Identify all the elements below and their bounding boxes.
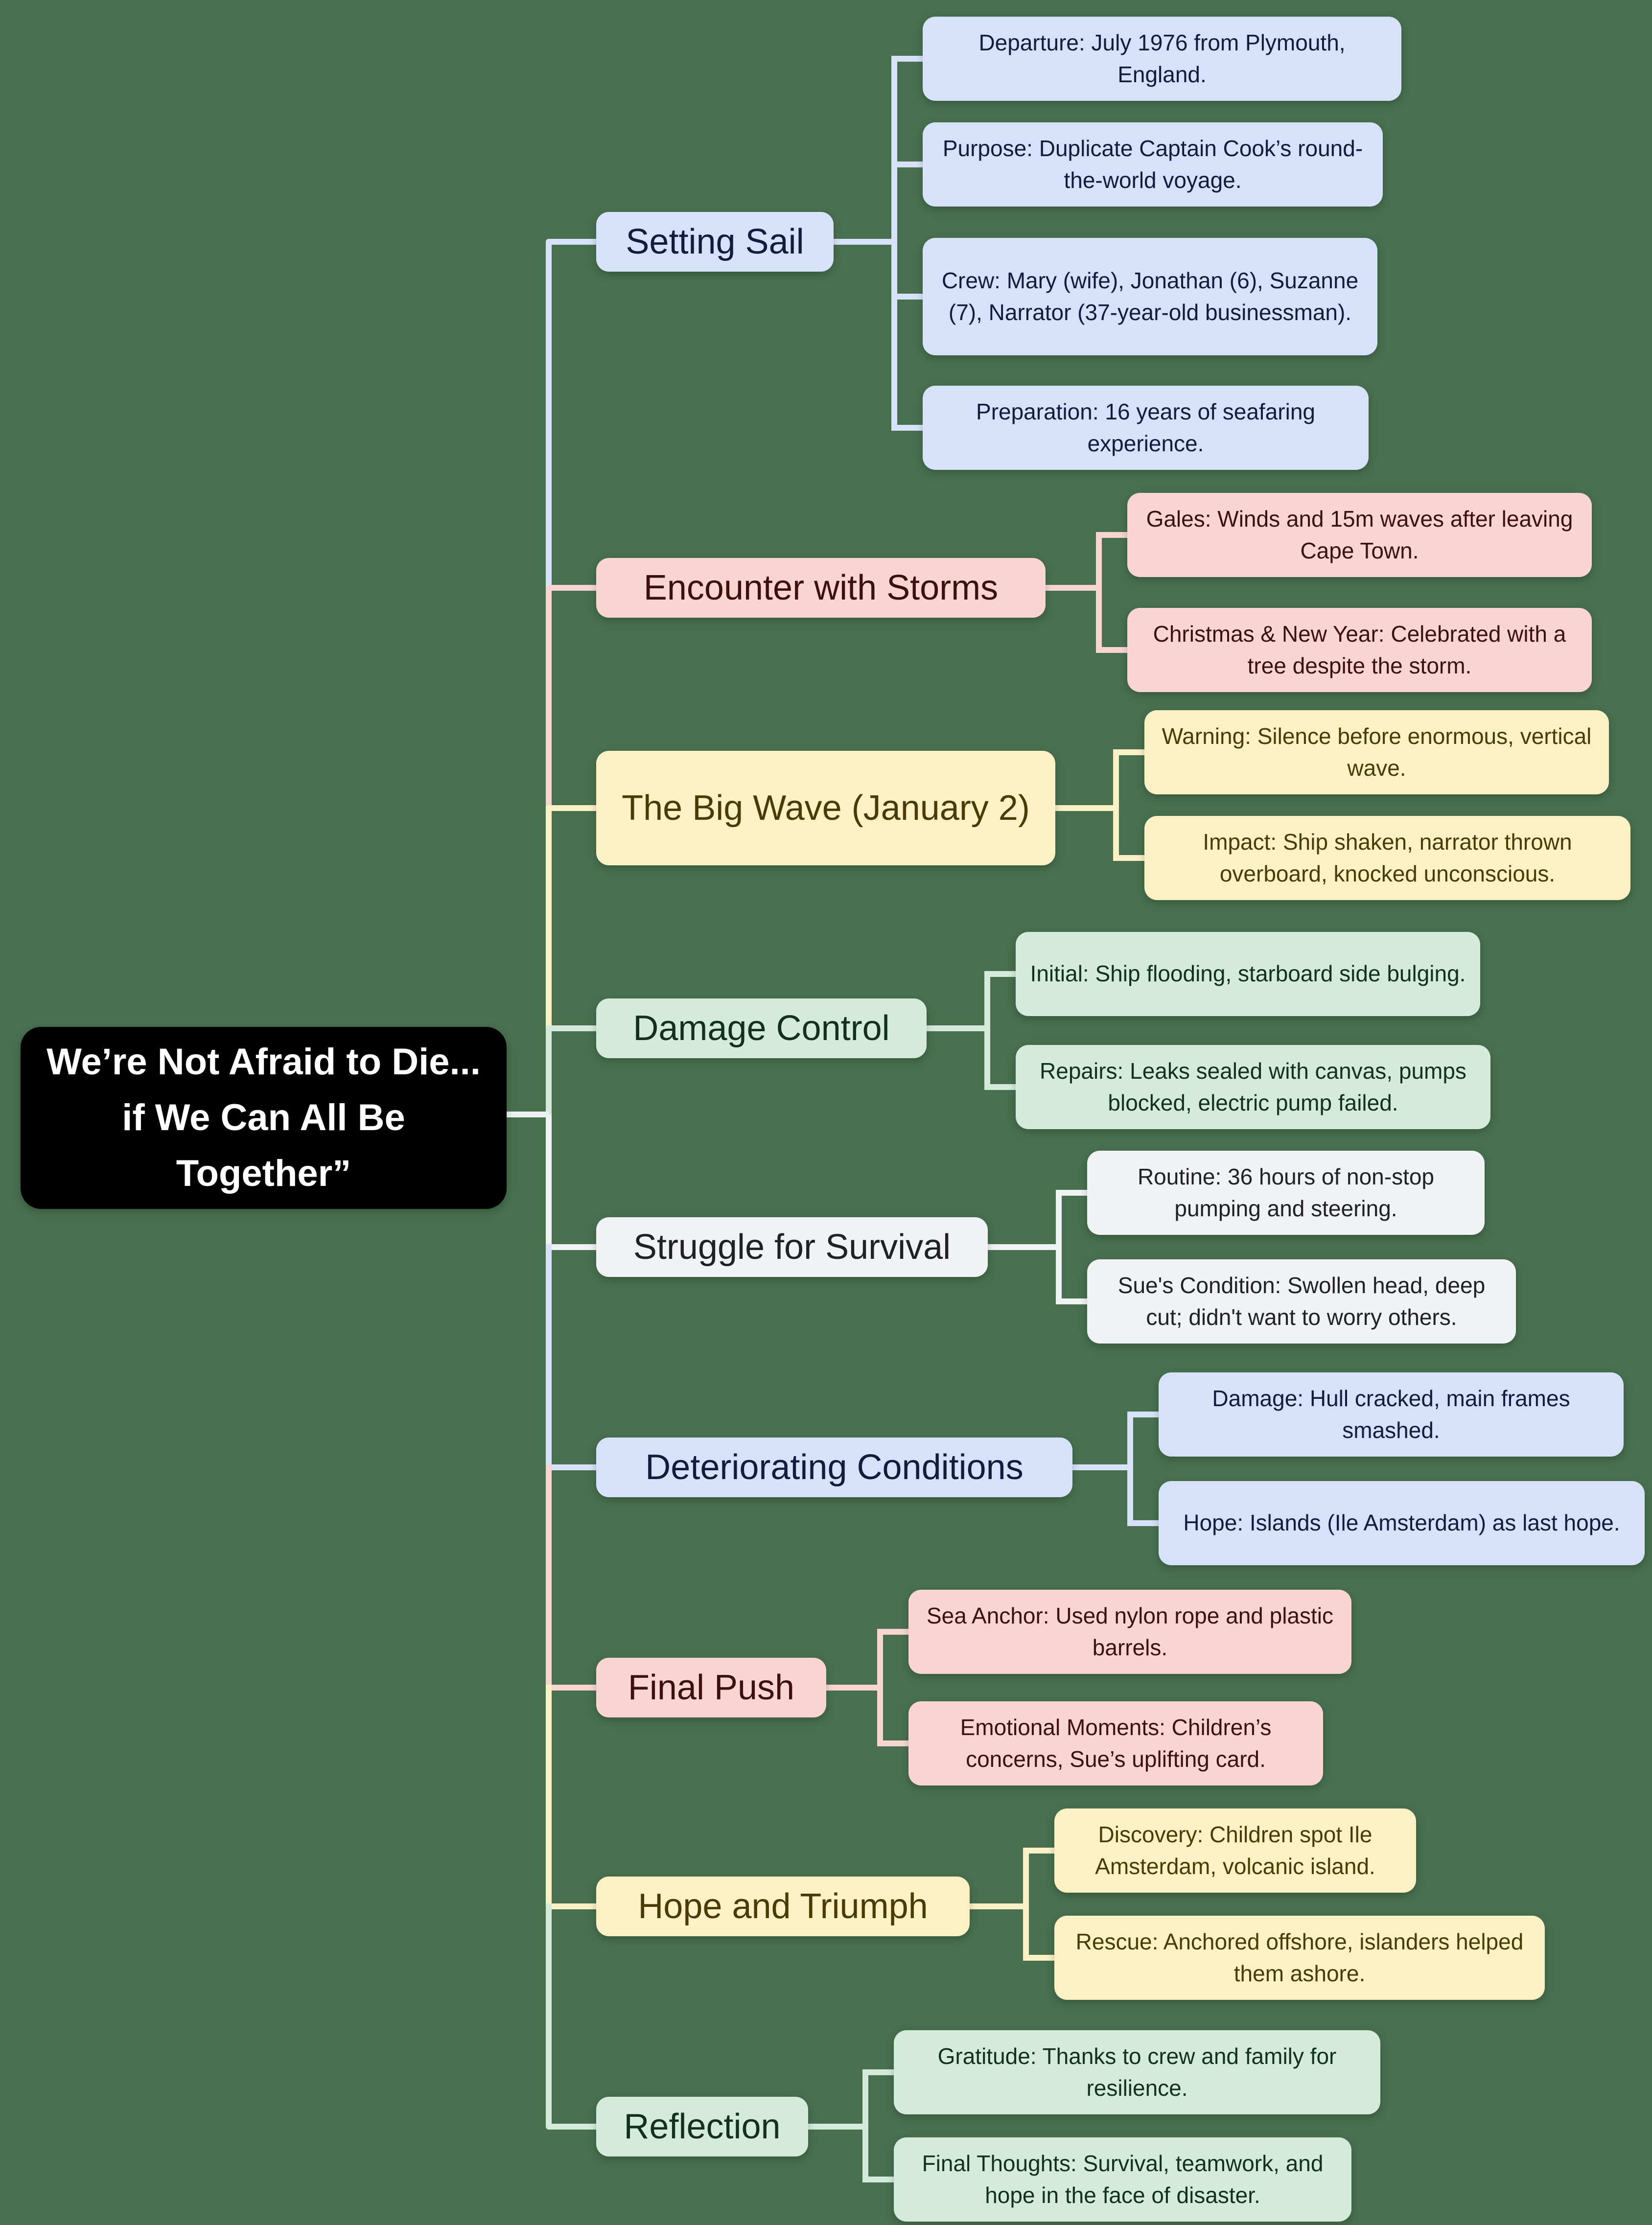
branch-child-christmas-new-year[interactable]: Christmas & New Year: Celebrated with a …: [1127, 608, 1592, 692]
connector-bracket-encounter: [1043, 532, 1130, 653]
connector-bracket-damage-control: [924, 971, 1019, 1090]
branch-topic-label: Struggle for Survival: [633, 1228, 951, 1267]
central-topic[interactable]: We’re Not Afraid to Die... if We Can All…: [21, 1027, 507, 1209]
branch-topic-label: Final Push: [628, 1668, 795, 1707]
connector-spine-final-push: [546, 1464, 602, 1691]
branch-child-impact[interactable]: Impact: Ship shaken, narrator thrown ove…: [1144, 816, 1630, 900]
branch-topic-label: Reflection: [624, 2107, 781, 2146]
branch-child-text: Departure: July 1976 from Plymouth, Engl…: [978, 29, 1346, 87]
branch-child-text: Initial: Ship flooding, starboard side b…: [1030, 961, 1466, 987]
branch-child-text: Hope: Islands (Ile Amsterdam) as last ho…: [1183, 1510, 1620, 1536]
branch-child-warning[interactable]: Warning: Silence before enormous, vertic…: [1144, 710, 1609, 794]
branch-child-text: Christmas & New Year: Celebrated with a …: [1153, 621, 1566, 678]
connector-spine-struggle: [546, 1114, 602, 1250]
branch-topic-label: Hope and Triumph: [638, 1887, 928, 1926]
branch-child-text: Purpose: Duplicate Captain Cook’s round-…: [942, 135, 1363, 193]
branch-topic-encounter-with-storms[interactable]: Encounter with Storms: [596, 558, 1046, 618]
branch-topic-label: The Big Wave (January 2): [622, 788, 1030, 828]
connector-spine-big-wave: [546, 805, 602, 1031]
branch-child-purpose[interactable]: Purpose: Duplicate Captain Cook’s round-…: [923, 122, 1383, 207]
branch-child-text: Impact: Ship shaken, narrator thrown ove…: [1203, 829, 1572, 886]
connector-spine-hope-triumph: [546, 1685, 602, 1909]
branch-child-text: Emotional Moments: Children’s concerns, …: [960, 1714, 1272, 1772]
branch-topic-final-push[interactable]: Final Push: [596, 1658, 826, 1717]
branch-topic-label: Damage Control: [633, 1009, 890, 1048]
branch-child-text: Preparation: 16 years of seafaring exper…: [976, 398, 1315, 456]
branch-child-text: Crew: Mary (wife), Jonathan (6), Suzanne…: [941, 267, 1359, 325]
branch-child-text: Damage: Hull cracked, main frames smashe…: [1212, 1385, 1570, 1443]
connector-bracket-deteriorating: [1070, 1412, 1162, 1526]
connector-bracket-struggle: [985, 1190, 1090, 1304]
connector-spine-deteriorating: [546, 1244, 602, 1470]
branch-child-departure[interactable]: Departure: July 1976 from Plymouth, Engl…: [923, 17, 1401, 101]
branch-child-text: Discovery: Children spot Ile Amsterdam, …: [1095, 1821, 1375, 1879]
branch-child-text: Gales: Winds and 15m waves after leaving…: [1146, 506, 1573, 563]
branch-child-text: Warning: Silence before enormous, vertic…: [1162, 723, 1592, 781]
central-topic-label: We’re Not Afraid to Die... if We Can All…: [47, 1041, 481, 1194]
branch-topic-deteriorating-conditions[interactable]: Deteriorating Conditions: [596, 1437, 1072, 1497]
branch-child-text: Sue's Condition: Swollen head, deep cut;…: [1117, 1272, 1486, 1330]
branch-child-repairs[interactable]: Repairs: Leaks sealed with canvas, pumps…: [1016, 1045, 1490, 1129]
branch-topic-reflection[interactable]: Reflection: [596, 2097, 808, 2156]
branch-topic-label: Setting Sail: [626, 222, 804, 261]
branch-topic-setting-sail[interactable]: Setting Sail: [596, 212, 834, 272]
branch-child-text: Rescue: Anchored offshore, islanders hel…: [1075, 1928, 1524, 1986]
branch-child-emotional-moments[interactable]: Emotional Moments: Children’s concerns, …: [908, 1701, 1323, 1785]
branch-child-crew[interactable]: Crew: Mary (wife), Jonathan (6), Suzanne…: [923, 238, 1377, 355]
connector-spine-reflection: [546, 1903, 602, 2130]
branch-child-text: Routine: 36 hours of non-stop pumping an…: [1137, 1163, 1435, 1221]
branch-child-gales[interactable]: Gales: Winds and 15m waves after leaving…: [1127, 493, 1592, 577]
branch-child-initial[interactable]: Initial: Ship flooding, starboard side b…: [1016, 932, 1480, 1016]
connector-bracket-setting-sail: [831, 56, 926, 431]
connector-spine-setting-sail: [546, 239, 602, 591]
branch-child-preparation[interactable]: Preparation: 16 years of seafaring exper…: [923, 386, 1369, 470]
branch-child-text: Gratitude: Thanks to crew and family for…: [937, 2043, 1337, 2101]
branch-child-routine[interactable]: Routine: 36 hours of non-stop pumping an…: [1087, 1151, 1485, 1235]
branch-child-final-thoughts[interactable]: Final Thoughts: Survival, teamwork, and …: [894, 2137, 1351, 2222]
connector-spine-encounter: [546, 585, 602, 811]
connector-bracket-big-wave: [1052, 749, 1147, 861]
branch-child-hope-islands[interactable]: Hope: Islands (Ile Amsterdam) as last ho…: [1159, 1481, 1645, 1565]
branch-topic-label: Deteriorating Conditions: [645, 1448, 1024, 1487]
branch-child-text: Final Thoughts: Survival, teamwork, and …: [922, 2150, 1324, 2208]
branch-topic-damage-control[interactable]: Damage Control: [596, 998, 927, 1058]
branch-child-damage[interactable]: Damage: Hull cracked, main frames smashe…: [1159, 1372, 1624, 1457]
branch-child-rescue[interactable]: Rescue: Anchored offshore, islanders hel…: [1054, 1916, 1545, 2000]
branch-child-sea-anchor[interactable]: Sea Anchor: Used nylon rope and plastic …: [908, 1590, 1351, 1674]
connector-bracket-reflection: [805, 2069, 897, 2182]
branch-child-text: Sea Anchor: Used nylon rope and plastic …: [926, 1602, 1334, 1660]
branch-child-discovery[interactable]: Discovery: Children spot Ile Amsterdam, …: [1054, 1808, 1416, 1893]
connector-spine-damage-control: [546, 1025, 602, 1117]
branch-child-text: Repairs: Leaks sealed with canvas, pumps…: [1040, 1058, 1466, 1115]
branch-topic-the-big-wave[interactable]: The Big Wave (January 2): [596, 751, 1055, 865]
branch-child-gratitude[interactable]: Gratitude: Thanks to crew and family for…: [894, 2030, 1380, 2114]
connector-bracket-hope-triumph: [967, 1848, 1057, 1961]
branch-topic-label: Encounter with Storms: [643, 568, 999, 607]
connector-bracket-final-push: [823, 1629, 911, 1746]
branch-topic-struggle-for-survival[interactable]: Struggle for Survival: [596, 1217, 988, 1277]
branch-topic-hope-and-triumph[interactable]: Hope and Triumph: [596, 1877, 970, 1936]
branch-child-sues-condition[interactable]: Sue's Condition: Swollen head, deep cut;…: [1087, 1259, 1516, 1344]
